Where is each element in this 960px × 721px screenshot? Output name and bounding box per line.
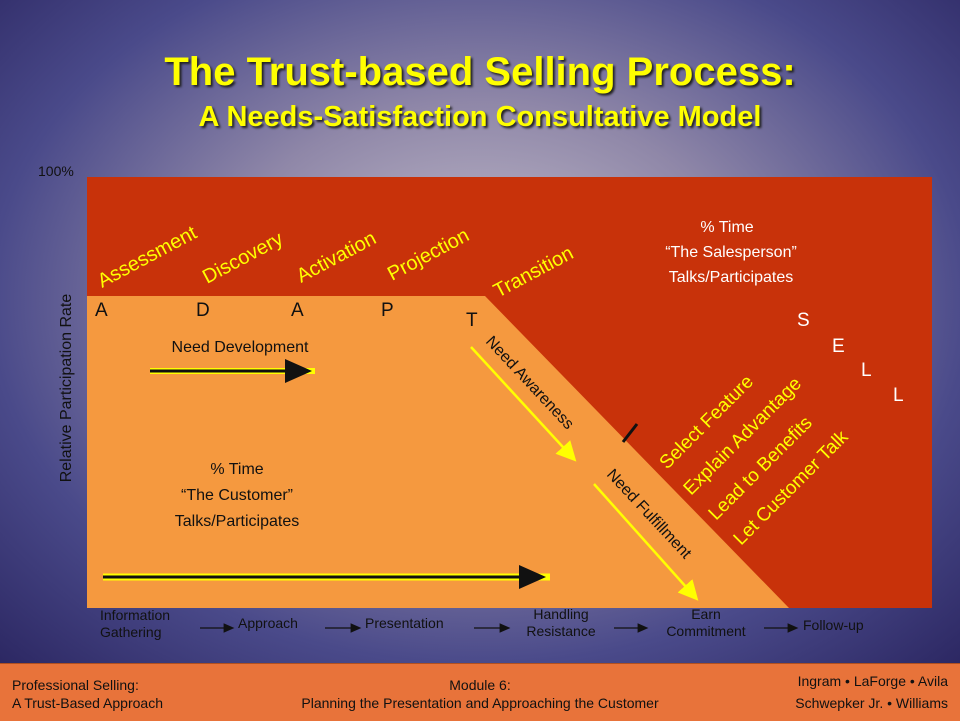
axis-top-label: 100% [38,163,74,179]
footer-authors-1: Ingram • LaForge • Avila [797,673,948,689]
sell-letter-e: E [832,336,845,357]
customer-name-label: “The Customer” [181,487,293,504]
phase-letter-t: T [466,310,478,331]
process-step-commitment: Commitment [666,623,745,639]
footer-bar: Professional Selling: A Trust-Based Appr… [0,663,960,721]
process-step-handling: Handling [533,606,588,622]
process-step-presentation: Presentation [365,615,444,631]
process-step-earn: Earn [691,606,721,622]
y-axis-label: Relative Participation Rate [58,294,75,483]
process-step-approach: Approach [238,615,298,631]
footer-module-title: Planning the Presentation and Approachin… [301,695,659,711]
process-step-information: Information [100,607,170,623]
need-fulfillment-arrow [593,483,699,601]
footer-book-subtitle: A Trust-Based Approach [12,695,163,711]
page-title: The Trust-based Selling Process: [164,50,796,94]
footer-module: Module 6: [449,677,511,693]
sell-letter-l: L [861,360,872,381]
footer-right: Ingram • LaForge • Avila Schwepker Jr. •… [795,670,948,714]
footer-left: Professional Selling: A Trust-Based Appr… [12,676,163,712]
phase-letter-d: D [196,300,210,321]
sell-letter-s: S [797,310,810,331]
process-step-follow-up: Follow-up [803,617,864,633]
customer-time-label: % Time [210,461,263,478]
divider-mark [621,423,639,443]
phase-letter-a2: A [291,300,304,321]
page-subtitle: A Needs-Satisfaction Consultative Model [198,101,762,133]
phase-letter-p: P [381,300,394,321]
footer-authors-2: Schwepker Jr. • Williams [795,695,948,711]
process-step-resistance: Resistance [526,623,595,639]
salesperson-time-label: % Time [700,219,753,236]
need-awareness-arrow [470,346,577,462]
customer-participates-label: Talks/Participates [175,513,300,530]
phase-letter-a: A [95,300,108,321]
need-development-label: Need Development [172,339,310,356]
salesperson-participates-label: Talks/Participates [669,269,794,286]
footer-center: Module 6: Planning the Presentation and … [230,676,730,712]
process-flow: Information Gathering Approach Presentat… [100,606,864,640]
process-diagram: 100% Relative Participation Rate Assessm… [38,163,932,640]
sell-letter-l2: L [893,385,904,406]
salesperson-name-label: “The Salesperson” [665,244,797,261]
footer-book-title: Professional Selling: [12,677,139,693]
process-step-gathering: Gathering [100,624,161,640]
